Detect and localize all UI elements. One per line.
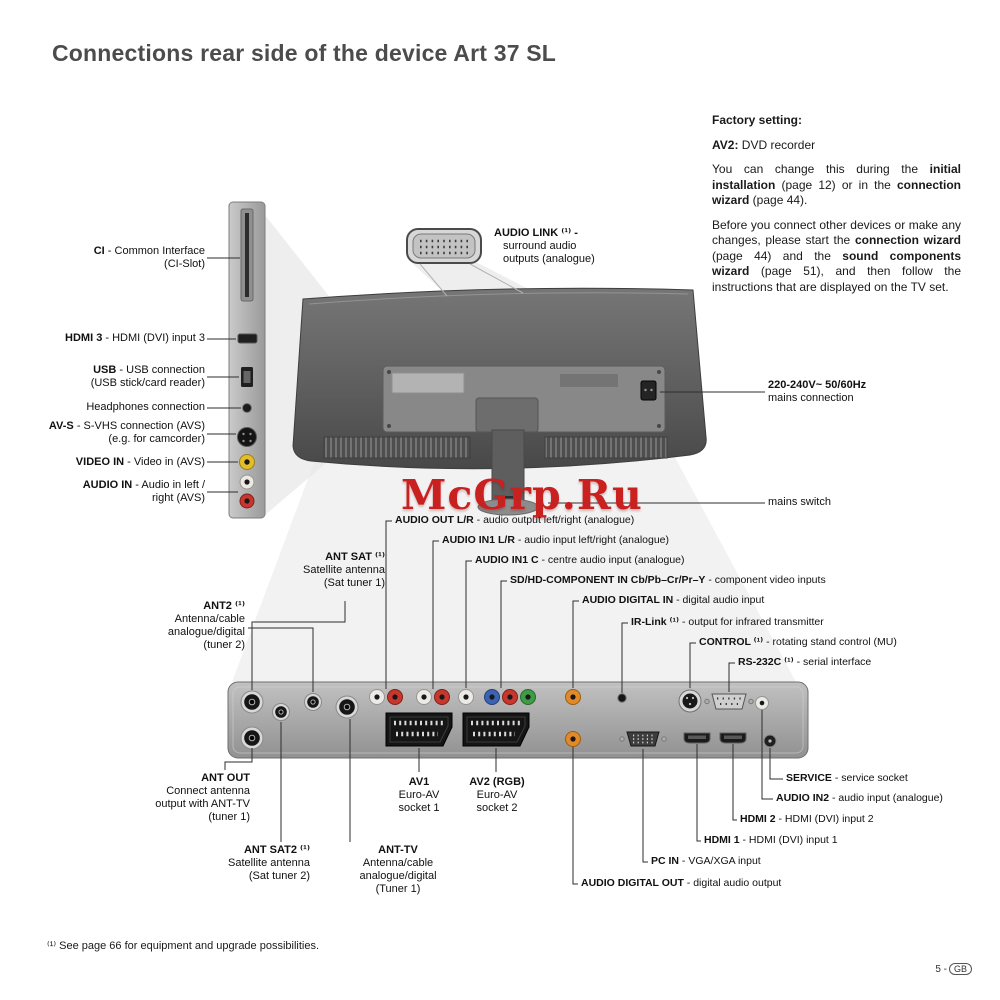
label-audio-digital-out: AUDIO DIGITAL OUT - digital audio output xyxy=(581,877,782,889)
label-audio-in: AUDIO IN - Audio in left / right (AVS) xyxy=(82,479,205,504)
label-hdmi1: HDMI 1 - HDMI (DVI) input 1 xyxy=(704,834,838,846)
service-port xyxy=(763,734,777,748)
component-cr-rca xyxy=(502,689,518,705)
leader-lines xyxy=(207,257,783,885)
label-audio-out-lr: AUDIO OUT L/R - audio output left/right … xyxy=(395,514,635,526)
headphone-jack xyxy=(242,403,252,413)
hdmi3-port xyxy=(237,333,258,344)
desc: DVD recorder xyxy=(738,137,816,152)
label-pc-in: PC IN - VGA/XGA input xyxy=(651,855,761,867)
footnote: ⁽¹⁾ See page 66 for equipment and upgrad… xyxy=(47,940,320,952)
label-audio-in1-c: AUDIO IN1 C - centre audio input (analog… xyxy=(475,554,685,566)
label-ant-sat: ANT SAT ⁽¹⁾ Satellite antenna (Sat tuner… xyxy=(303,551,385,589)
label-headphones: Headphones connection xyxy=(86,401,205,413)
ant2-connector xyxy=(304,693,322,711)
label-component-in: SD/HD-COMPONENT IN Cb/Pb–Cr/Pr–Y - compo… xyxy=(510,574,826,586)
audio-out-r-rca xyxy=(387,689,403,705)
ant-tv-connector xyxy=(335,695,359,719)
audio-link-plug xyxy=(406,228,482,264)
label-audio-in1-lr: AUDIO IN1 L/R - audio input left/right (… xyxy=(442,534,670,546)
term: AV2: xyxy=(712,137,739,152)
label-control: CONTROL ⁽¹⁾ - rotating stand control (MU… xyxy=(699,636,897,648)
factory-av2-line: AV2: DVD recorder xyxy=(712,138,961,154)
ant-sat2-connector xyxy=(272,703,290,721)
label-mains-switch: mains switch xyxy=(768,496,831,508)
label-ant-sat2: ANT SAT2 ⁽¹⁾ Satellite antenna (Sat tune… xyxy=(228,844,310,882)
label-ci: CI - Common Interface (CI-Slot) xyxy=(93,245,205,270)
label-audio-digital-in: AUDIO DIGITAL IN - digital audio input xyxy=(582,594,765,606)
audio-in1-r-rca xyxy=(434,689,450,705)
label-audio-in2: AUDIO IN2 - audio input (analogue) xyxy=(776,792,943,804)
mains-inlet xyxy=(640,380,657,401)
label-usb: USB - USB connection (USB stick/card rea… xyxy=(90,364,205,389)
label-mains-connection: 220-240V~ 50/60Hz mains connection xyxy=(768,379,867,404)
label-avs: AV-S - S-VHS connection (AVS) (e.g. for … xyxy=(48,420,205,445)
rs232-port xyxy=(704,693,754,710)
ci-slot xyxy=(240,208,254,302)
factory-setting-block: Factory setting: AV2: DVD recorder You c… xyxy=(712,113,961,304)
factory-heading: Factory setting: xyxy=(712,113,803,127)
site-watermark: McGrp.Ru xyxy=(401,471,643,519)
audio-digital-in-rca xyxy=(565,689,581,705)
label-ant-out: ANT OUT Connect antenna output with ANT-… xyxy=(155,772,250,823)
page-title: Connections rear side of the device Art … xyxy=(52,40,557,66)
audio-in2-rca xyxy=(755,696,769,710)
label-service: SERVICE - service socket xyxy=(786,772,908,784)
ir-link-port xyxy=(617,693,627,703)
pc-in-vga-port xyxy=(619,731,667,747)
ant-sat-connector xyxy=(240,690,264,714)
ant-out-connector xyxy=(240,726,264,750)
label-hdmi2: HDMI 2 - HDMI (DVI) input 2 xyxy=(740,813,874,825)
label-av1: AV1 Euro-AV socket 1 xyxy=(398,776,440,814)
component-cb-rca xyxy=(484,689,500,705)
audio-in-left-rca xyxy=(239,474,255,490)
audio-in1-c-rca xyxy=(458,689,474,705)
tv-stand xyxy=(475,397,539,516)
scart-av2 xyxy=(462,712,530,747)
usb-port xyxy=(241,367,253,387)
audio-in-right-rca xyxy=(239,493,255,509)
scart-av1 xyxy=(385,712,453,747)
component-y-rca xyxy=(520,689,536,705)
label-hdmi3: HDMI 3 - HDMI (DVI) input 3 xyxy=(65,332,205,344)
speaker-vent-left xyxy=(323,436,471,459)
avs-svideo-port xyxy=(237,427,257,447)
hdmi1-port xyxy=(683,732,711,744)
hdmi2-port xyxy=(719,732,747,744)
label-video-in: VIDEO IN - Video in (AVS) xyxy=(75,456,205,468)
control-din-port xyxy=(678,689,702,713)
region-badge: GB xyxy=(948,963,972,975)
side-panel xyxy=(228,201,266,519)
speaker-vent-right xyxy=(544,436,668,459)
factory-paragraph-2: Before you connect other devices or make… xyxy=(712,217,961,294)
label-rs232c: RS-232C ⁽¹⁾ - serial interface xyxy=(738,656,872,668)
video-in-rca xyxy=(239,454,255,470)
label-ir-link: IR-Link ⁽¹⁾ - output for infrared transm… xyxy=(631,616,824,628)
label-audio-link: AUDIO LINK ⁽¹⁾ - surround audio outputs … xyxy=(494,227,595,265)
audio-in1-l-rca xyxy=(416,689,432,705)
page-number: 5 -GB xyxy=(935,963,972,975)
label-ant-tv: ANT-TV Antenna/cable analogue/digital (T… xyxy=(359,844,437,895)
audio-digital-out-rca xyxy=(565,731,581,747)
label-av2: AV2 (RGB) Euro-AV socket 2 xyxy=(469,776,525,814)
label-ant2: ANT2 ⁽¹⁾ Antenna/cable analogue/digital … xyxy=(167,600,245,651)
factory-paragraph-1: You can change this during the initial i… xyxy=(712,162,961,207)
audio-out-l-rca xyxy=(369,689,385,705)
